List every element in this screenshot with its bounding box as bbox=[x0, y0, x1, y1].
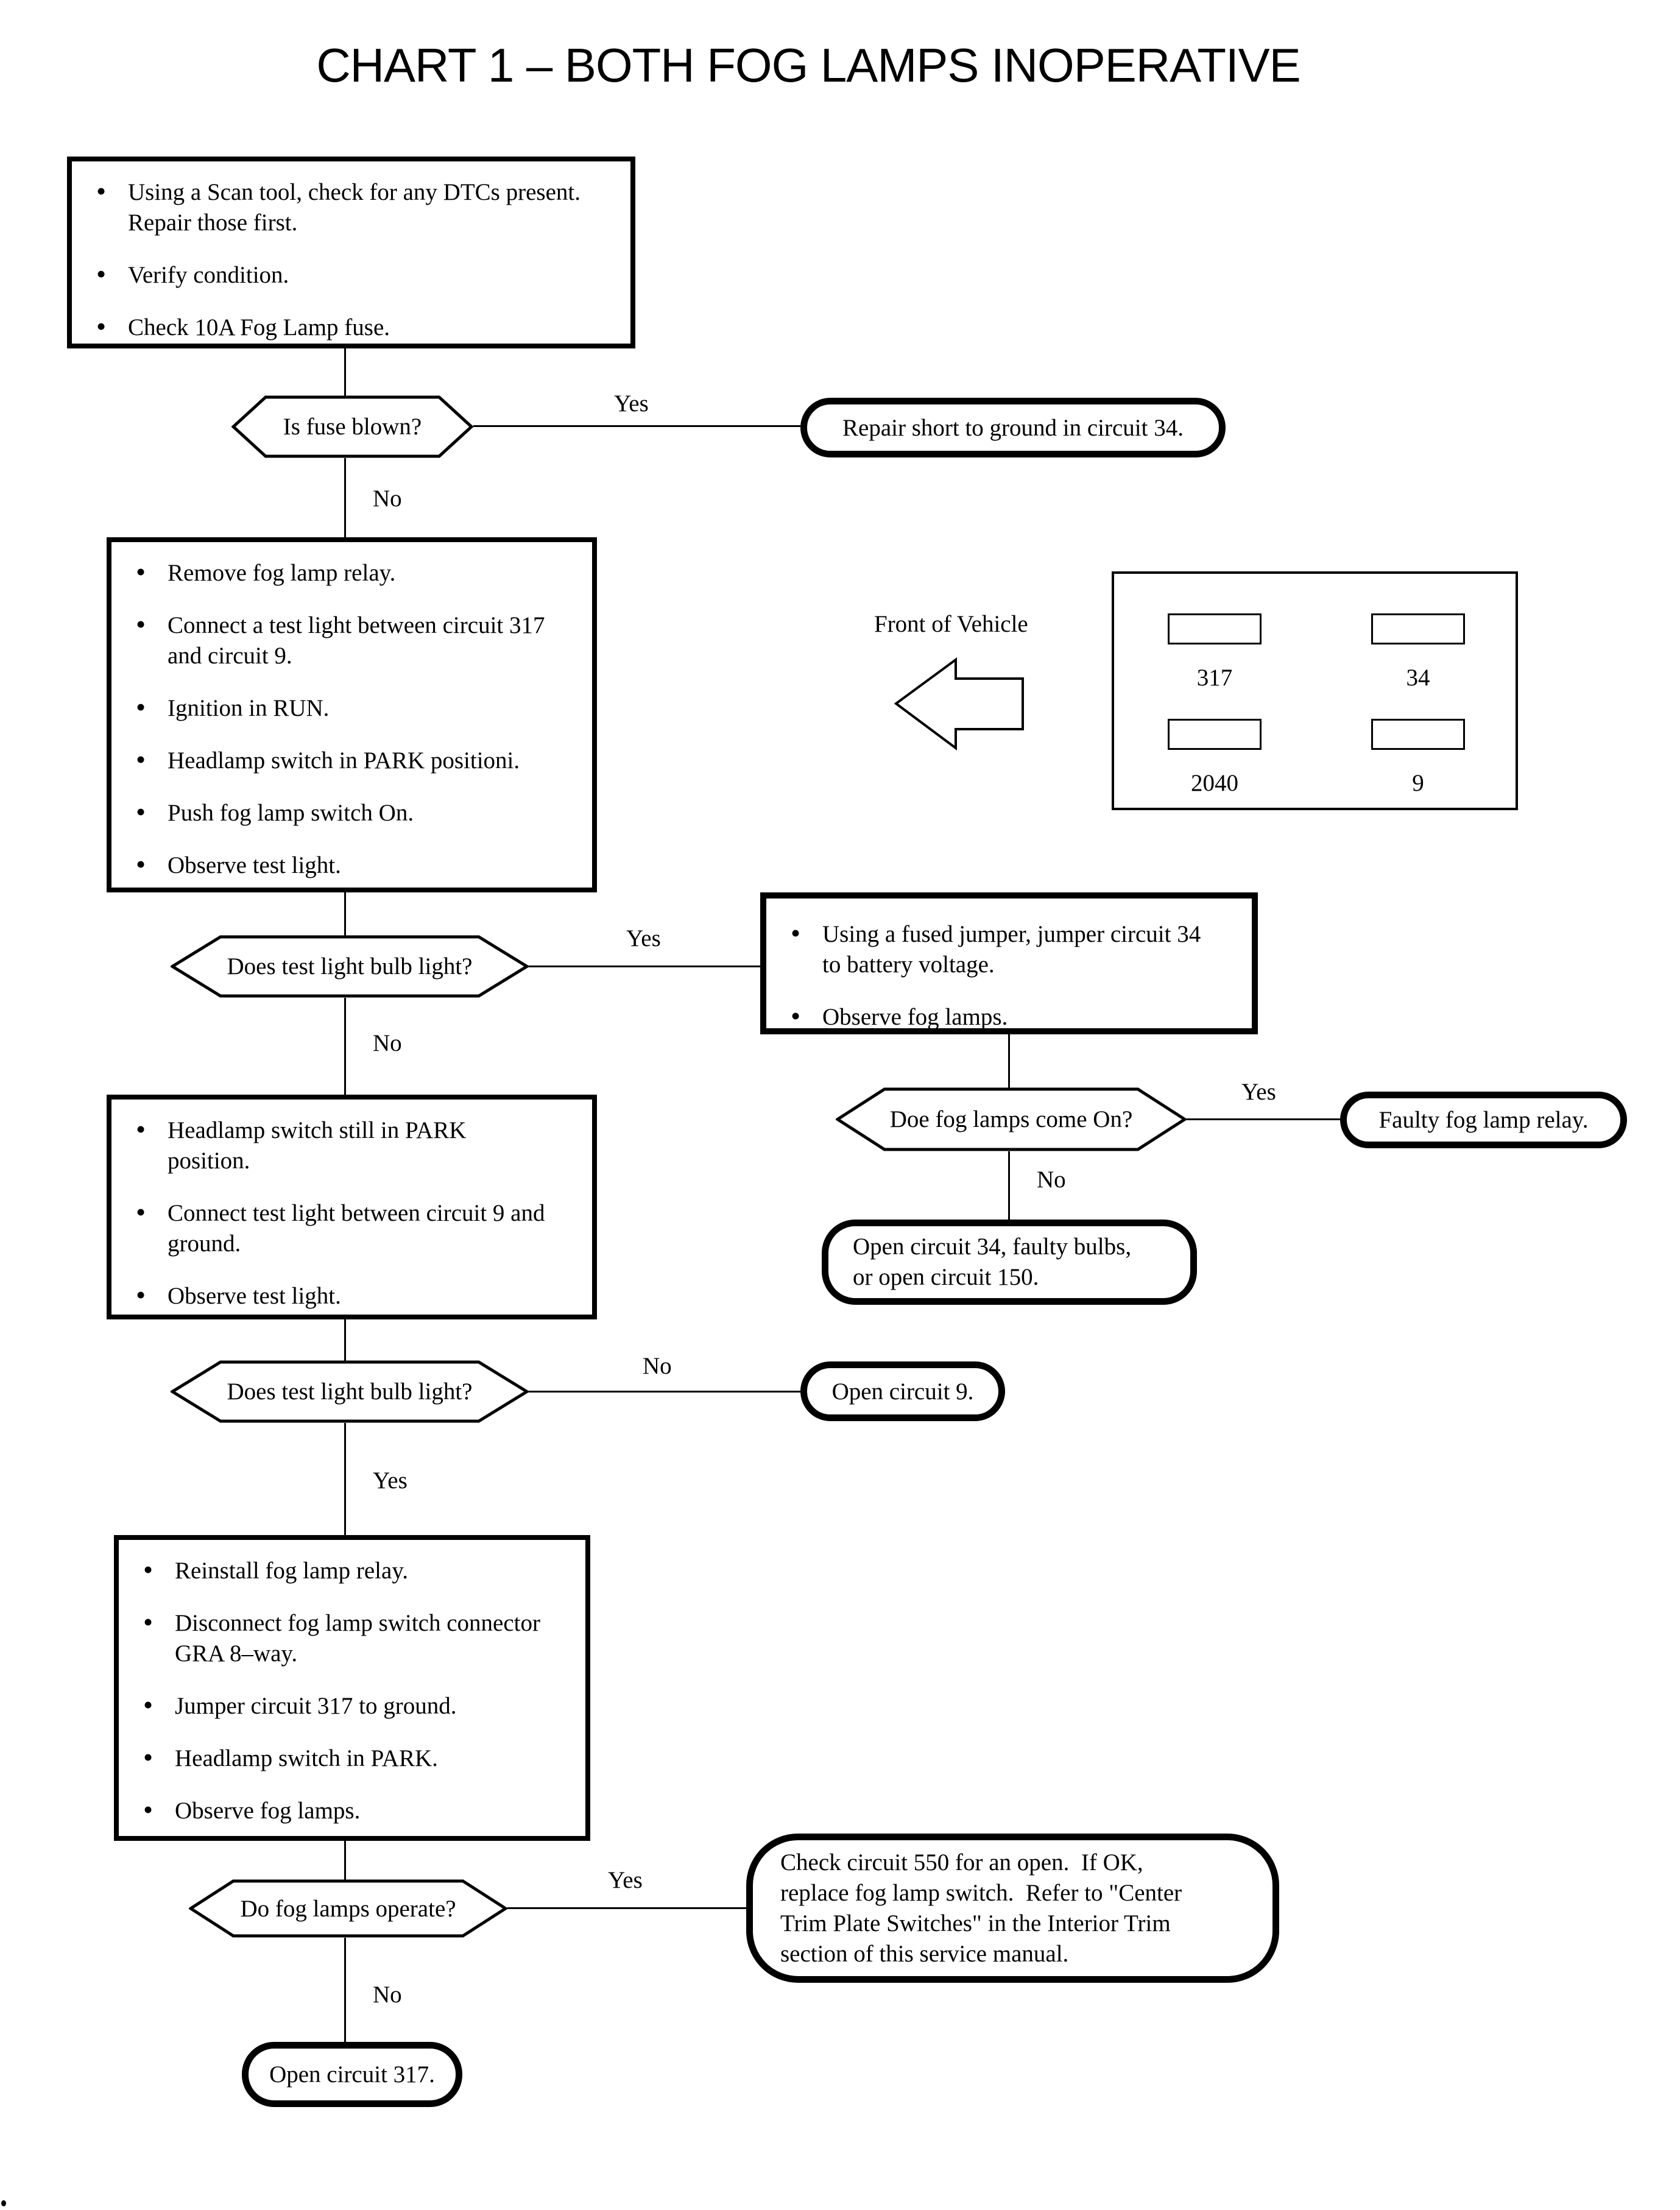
connector-line bbox=[344, 1938, 346, 2042]
relay-pin-label: 317 bbox=[1196, 665, 1233, 691]
edge-label-yes-fuse: Yes bbox=[614, 390, 649, 417]
decision-fuse-blown: Is fuse blown? bbox=[231, 395, 473, 458]
bullet-item: Check 10A Fog Lamp fuse. bbox=[72, 311, 619, 343]
bullet-item: Push fog lamp switch On. bbox=[111, 797, 581, 828]
bullet-item: Observe test light. bbox=[111, 1280, 581, 1312]
edge-label-yes-operate: Yes bbox=[608, 1867, 643, 1893]
connector-line bbox=[473, 425, 800, 427]
terminal-check-circuit-550: Check circuit 550 for an open. If OK, re… bbox=[746, 1834, 1279, 1983]
edge-label-no-operate: No bbox=[373, 1982, 402, 2008]
bullet-list: Reinstall fog lamp relay. Disconnect fog… bbox=[119, 1540, 585, 1826]
decision-test-light-1: Does test light bulb light? bbox=[171, 935, 529, 998]
connector-line bbox=[344, 1319, 346, 1361]
edge-label-yes-lamps-on: Yes bbox=[1241, 1079, 1276, 1105]
bullet-item: Using a fused jumper, jumper circuit 34 … bbox=[766, 918, 1241, 980]
bullet-item: Jumper circuit 317 to ground. bbox=[119, 1690, 574, 1721]
terminal-open-circuit-317: Open circuit 317. bbox=[242, 2042, 462, 2107]
process-box-reinstall-relay: Reinstall fog lamp relay. Disconnect fog… bbox=[114, 1535, 590, 1841]
decision-label: Does test light bulb light? bbox=[227, 1379, 473, 1405]
relay-pin-label: 2040 bbox=[1191, 770, 1238, 796]
bullet-list: Using a fused jumper, jumper circuit 34 … bbox=[766, 898, 1252, 1033]
connector-line bbox=[344, 348, 346, 397]
connector-line bbox=[344, 458, 346, 538]
relay-pin-label: 34 bbox=[1406, 665, 1430, 691]
decision-fog-lamps-on: Doe fog lamps come On? bbox=[836, 1087, 1187, 1151]
connector-line bbox=[344, 892, 346, 936]
label-front-of-vehicle: Front of Vehicle bbox=[874, 611, 1028, 637]
page-title: CHART 1 – BOTH FOG LAMPS INOPERATIVE bbox=[316, 38, 1301, 92]
decision-label: Is fuse blown? bbox=[283, 414, 422, 440]
bullet-item: Headlamp switch in PARK. bbox=[119, 1742, 574, 1774]
bullet-item: Connect a test light between circuit 317… bbox=[111, 609, 581, 671]
bullet-item: Disconnect fog lamp switch connector GRA… bbox=[119, 1607, 574, 1669]
edge-label-no-light1: No bbox=[373, 1030, 402, 1056]
bullet-item: Reinstall fog lamp relay. bbox=[119, 1555, 574, 1586]
bullet-item: Headlamp switch in PARK positioni. bbox=[111, 744, 581, 776]
hexagon-shape bbox=[231, 395, 473, 458]
connector-line bbox=[529, 966, 760, 967]
process-box-park-test: Headlamp switch still in PARK position. … bbox=[107, 1095, 597, 1319]
bullet-list: Remove fog lamp relay. Connect a test li… bbox=[111, 542, 592, 881]
connector-line bbox=[507, 1907, 746, 1909]
bullet-item: Observe fog lamps. bbox=[119, 1795, 574, 1826]
decision-label: Doe fog lamps come On? bbox=[889, 1106, 1133, 1132]
edge-label-yes-light2: Yes bbox=[373, 1467, 408, 1494]
terminal-open-circuit-34: Open circuit 34, faulty bulbs, or open c… bbox=[822, 1220, 1197, 1305]
bullet-item: Connect test light between circuit 9 and… bbox=[111, 1197, 581, 1259]
relay-pin-rect bbox=[1168, 719, 1262, 750]
edge-label-no-lamps-on: No bbox=[1037, 1167, 1066, 1193]
process-box-jumper-test: Using a fused jumper, jumper circuit 34 … bbox=[760, 892, 1258, 1034]
relay-pin-rect bbox=[1371, 613, 1465, 644]
connector-line bbox=[344, 1423, 346, 1536]
relay-pin-rect bbox=[1371, 719, 1465, 750]
bullet-item: Using a Scan tool, check for any DTCs pr… bbox=[72, 176, 619, 238]
terminal-open-circuit-9: Open circuit 9. bbox=[800, 1361, 1005, 1421]
relay-connector-box: 317 34 2040 9 bbox=[1112, 571, 1518, 810]
connector-line bbox=[344, 1841, 346, 1880]
edge-label-no-fuse: No bbox=[373, 485, 402, 512]
terminal-faulty-relay: Faulty fog lamp relay. bbox=[1340, 1092, 1627, 1148]
bullet-item: Observe test light. bbox=[111, 849, 581, 881]
bullet-item: Observe fog lamps. bbox=[766, 1001, 1241, 1033]
hexagon-shape bbox=[189, 1879, 507, 1938]
bullet-item: Ignition in RUN. bbox=[111, 692, 581, 724]
decision-label: Does test light bulb light? bbox=[227, 953, 473, 980]
hexagon-shape bbox=[171, 1360, 529, 1423]
process-box-relay-test: Remove fog lamp relay. Connect a test li… bbox=[107, 537, 597, 892]
connector-line bbox=[1008, 1151, 1010, 1221]
bullet-item: Verify condition. bbox=[72, 259, 619, 291]
scan-artifact-dot bbox=[1, 2200, 6, 2206]
relay-pin-rect bbox=[1168, 613, 1262, 644]
edge-label-yes-light1: Yes bbox=[626, 925, 661, 951]
connector-line bbox=[1187, 1118, 1340, 1120]
bullet-item: Remove fog lamp relay. bbox=[111, 557, 581, 588]
process-box-initial-checks: Using a Scan tool, check for any DTCs pr… bbox=[67, 157, 635, 348]
hexagon-shape bbox=[836, 1087, 1187, 1151]
bullet-list: Using a Scan tool, check for any DTCs pr… bbox=[72, 161, 630, 343]
hexagon-shape bbox=[171, 935, 529, 998]
connector-line bbox=[344, 998, 346, 1095]
decision-test-light-2: Does test light bulb light? bbox=[171, 1360, 529, 1423]
connector-line bbox=[1008, 1034, 1010, 1088]
bullet-item: Headlamp switch still in PARK position. bbox=[111, 1114, 581, 1176]
relay-pin-label: 9 bbox=[1412, 770, 1424, 796]
arrow-left-icon bbox=[892, 657, 1026, 751]
edge-label-no-light2: No bbox=[643, 1353, 672, 1379]
bullet-list: Headlamp switch still in PARK position. … bbox=[111, 1100, 592, 1312]
decision-fog-lamps-operate: Do fog lamps operate? bbox=[189, 1879, 507, 1938]
connector-line bbox=[529, 1391, 800, 1393]
decision-label: Do fog lamps operate? bbox=[240, 1895, 456, 1922]
terminal-repair-short-circuit-34: Repair short to ground in circuit 34. bbox=[800, 398, 1226, 457]
